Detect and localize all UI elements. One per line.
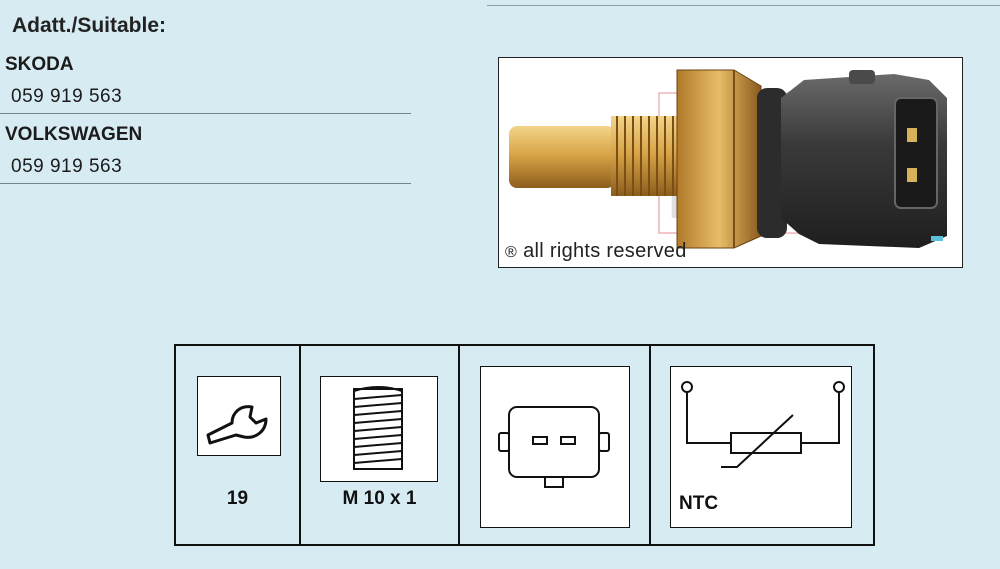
thread-size-label: M 10 x 1 bbox=[342, 488, 417, 509]
ntc-thermistor-icon bbox=[681, 381, 845, 468]
wrench-size-label: 19 bbox=[226, 488, 249, 509]
vehicle-code-volkswagen: 059 919 563 bbox=[11, 156, 123, 177]
row-divider bbox=[0, 183, 411, 184]
vehicle-code-skoda: 059 919 563 bbox=[11, 86, 123, 107]
vehicle-make-volkswagen: VOLKSWAGEN bbox=[5, 124, 143, 145]
ntc-label: NTC bbox=[679, 493, 719, 514]
vehicle-make-skoda: SKODA bbox=[5, 54, 74, 75]
product-photo: FACET ® all rights reserved bbox=[498, 57, 963, 268]
copyright-notice: ® all rights reserved bbox=[505, 240, 687, 263]
top-divider bbox=[487, 5, 1000, 6]
wrench-icon-box bbox=[197, 376, 281, 456]
registered-icon: ® bbox=[505, 244, 518, 261]
column-divider bbox=[649, 346, 651, 544]
wrench-icon bbox=[206, 405, 268, 445]
suitable-heading: Adatt./Suitable: bbox=[12, 14, 167, 37]
column-divider bbox=[299, 346, 301, 544]
rights-text: all rights reserved bbox=[523, 240, 687, 262]
ntc-icon-box: NTC bbox=[670, 366, 852, 528]
spec-table: 19 M 10 x 1 bbox=[174, 344, 875, 546]
connector-2pin-icon bbox=[498, 406, 610, 488]
temperature-sensor-image: FACET bbox=[509, 69, 947, 249]
thread-icon-box bbox=[320, 376, 438, 482]
connector-icon-box bbox=[480, 366, 630, 528]
column-divider bbox=[458, 346, 460, 544]
row-divider bbox=[0, 113, 411, 114]
thread-bolt-icon bbox=[353, 386, 403, 470]
